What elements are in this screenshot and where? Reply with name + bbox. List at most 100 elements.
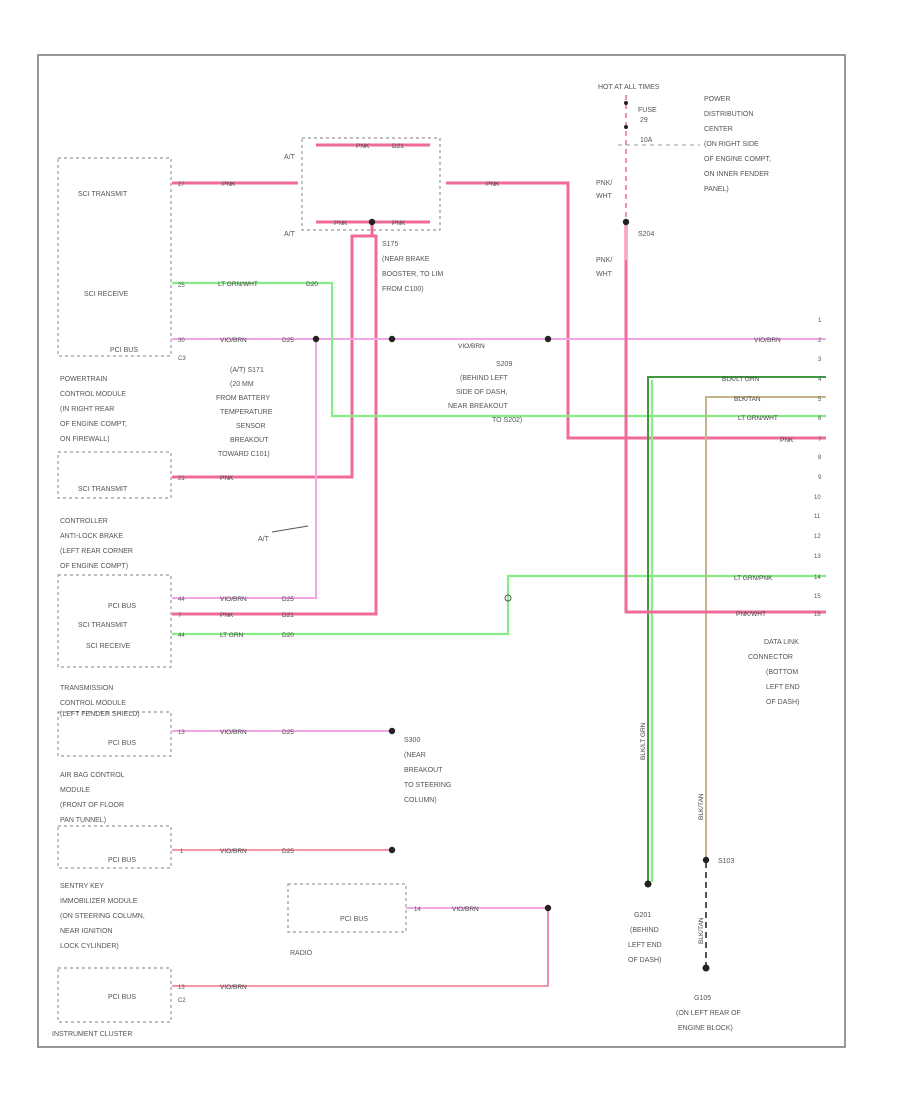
radio-label: RADIO <box>290 950 313 957</box>
g201-0: G201 <box>634 912 651 919</box>
tcm-pin-44: 44 <box>178 633 185 639</box>
tcm-pci-bus: PCI BUS <box>108 603 136 610</box>
acm-box <box>57 711 172 757</box>
dlc-pin-15: 15 <box>814 594 821 600</box>
s103-label: S103 <box>718 858 734 865</box>
s175-1: (NEAR BRAKE <box>382 256 430 263</box>
g201-3: OF DASH) <box>628 957 661 964</box>
dlc-pin-11: 11 <box>814 514 821 520</box>
g105-0: G105 <box>694 995 711 1002</box>
splice-s204 <box>622 218 630 226</box>
vio-pcm-label: VIO/BRN <box>220 337 247 344</box>
vio-dlc-label: VIO/BRN <box>754 337 781 344</box>
g105-wire-label-2: BLK/TAN <box>698 917 705 944</box>
acm-vio-label: VIO/BRN <box>220 729 247 736</box>
s171-6: TOWARD C101) <box>218 451 270 458</box>
tcm-pnk-d21: D21 <box>282 612 294 619</box>
s300-1: (NEAR <box>404 752 426 759</box>
skim-pci-bus: PCI BUS <box>108 857 136 864</box>
skim-d25: D25 <box>282 848 294 855</box>
vio-mid-label: VIO/BRN <box>458 343 485 350</box>
dlc-pin-13: 13 <box>814 554 821 560</box>
acm-pci-bus: PCI BUS <box>108 740 136 747</box>
s300-2: BREAKOUT <box>404 767 443 774</box>
dlc-pin-2: 2 <box>818 338 822 344</box>
skim-pin: 1 <box>180 849 184 855</box>
tcm-sci-receive: SCI RECEIVE <box>86 643 131 650</box>
dlc-desc-1: CONNECTOR <box>748 654 793 661</box>
fuse-amp: 10A <box>640 137 653 144</box>
acm-d25: D25 <box>282 729 294 736</box>
dlc-pin-12: 12 <box>814 534 821 540</box>
s171-1: (20 MM <box>230 381 254 388</box>
fuse-label: FUSE <box>638 107 657 114</box>
hot-at-all-times: HOT AT ALL TIMES <box>598 84 660 91</box>
tcm-pin-7: 7 <box>178 613 182 619</box>
radio-vio-label: VIO/BRN <box>452 906 479 913</box>
tcm-desc-0: TRANSMISSION <box>60 685 113 692</box>
radio-pci-bus: PCI BUS <box>340 916 368 923</box>
g105-2: ENGINE BLOCK) <box>678 1025 733 1032</box>
wire-dgrn-g201 <box>647 376 826 882</box>
skim-desc-3: NEAR IGNITION <box>60 928 113 935</box>
dlc-desc-3: LEFT END <box>766 684 800 691</box>
at-label-1: A/T <box>284 154 296 161</box>
pcm-desc-0: POWERTRAIN <box>60 376 107 383</box>
dlc-pin-1: 1 <box>818 318 822 324</box>
splice-s209 <box>544 335 552 343</box>
pdc-line-4: OF ENGINE COMPT, <box>704 156 771 163</box>
s171-5: BREAKOUT <box>230 437 269 444</box>
wire-pnk-s175-tcm <box>172 222 378 616</box>
pnk-dlc-label-1: PNK <box>486 181 500 188</box>
radio-pin: 14 <box>414 907 421 913</box>
wire-red-cluster <box>172 908 549 987</box>
pdc-line-1: DISTRIBUTION <box>704 111 753 118</box>
s300-0: S300 <box>404 737 420 744</box>
s175-0: S175 <box>382 241 398 248</box>
dlc-blk-tan: BLK/TAN <box>734 396 761 403</box>
atbox-d21-top: D21 <box>392 143 404 150</box>
skim-desc-0: SENTRY KEY <box>60 883 104 890</box>
dlc-desc-0: DATA LINK <box>764 639 799 646</box>
tcm-grn-d20: D20 <box>282 632 294 639</box>
acm-desc-3: PAN TUNNEL) <box>60 817 106 824</box>
dlc-pin-16: 16 <box>814 612 821 618</box>
at-arrow <box>271 525 309 533</box>
cluster-pci-bus: PCI BUS <box>108 994 136 1001</box>
atbox-pnk-top: PNK <box>356 143 370 150</box>
dlc-pin-8: 8 <box>818 455 822 461</box>
dlc-desc-2: (BOTTOM <box>766 669 798 676</box>
splice-skim <box>388 846 396 854</box>
dlc-pin-6: 6 <box>818 416 822 422</box>
g201-wire-label: BLK/LT GRN <box>640 722 647 760</box>
pcm-sci-transmit: SCI TRANSMIT <box>78 191 128 198</box>
tcm-box <box>57 574 172 668</box>
s171-0: (A/T) S171 <box>230 367 264 374</box>
cluster-box <box>57 967 172 1023</box>
grn-pcm-label: LT GRN/WHT <box>218 281 258 288</box>
pdc-line-6: PANEL) <box>704 186 729 193</box>
pdc-line-3: (ON RIGHT SIDE <box>704 141 759 148</box>
grn-pcm-d20: D20 <box>306 281 318 288</box>
cab-desc-1: ANTI-LOCK BRAKE <box>60 533 123 540</box>
acm-desc-2: (FRONT OF FLOOR <box>60 802 124 809</box>
cab-box <box>57 451 172 499</box>
s300-4: COLUMN) <box>404 797 437 804</box>
pcm-pin-25: 25 <box>178 283 185 289</box>
at-label-3: A/T <box>258 536 270 543</box>
s209-3: NEAR BREAKOUT <box>448 403 509 410</box>
pcm-desc-1: CONTROL MODULE <box>60 391 126 398</box>
pnk-wht-1a: PNK/ <box>596 180 612 187</box>
atbox-pnk-bot1: PNK <box>334 220 348 227</box>
connector-marker <box>504 594 512 602</box>
dlc-pin-5: 5 <box>818 397 822 403</box>
s209-2: SIDE OF DASH, <box>456 389 507 396</box>
dlc-desc-4: OF DASH) <box>766 699 799 706</box>
g201-1: (BEHIND <box>630 927 659 934</box>
g201-2: LEFT END <box>628 942 662 949</box>
s175-2: BOOSTER, TO LIM <box>382 271 443 278</box>
s209-4: TO S202) <box>492 417 522 424</box>
splice-pci-2 <box>388 335 396 343</box>
pcm-pin-30: 30 <box>178 338 185 344</box>
splice-s300 <box>388 727 396 735</box>
